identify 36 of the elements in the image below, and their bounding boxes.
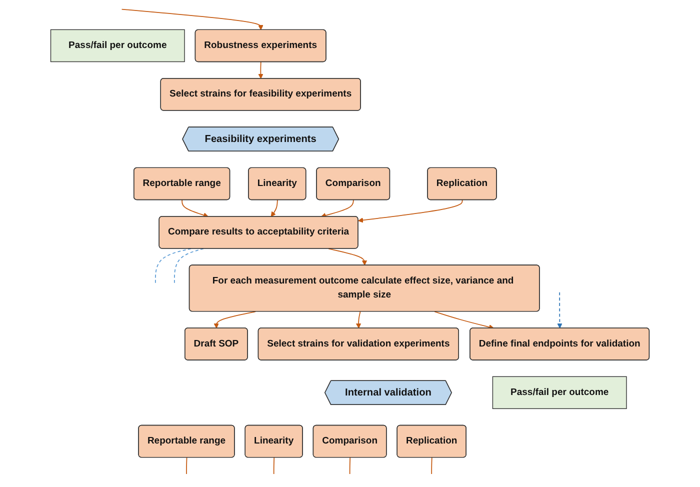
process-box: Reportable range: [134, 167, 230, 200]
arrow: [182, 200, 209, 218]
process-box: Linearity: [244, 424, 303, 458]
arrow: [557, 292, 562, 328]
connector-line: [273, 457, 275, 474]
process-box: Replication: [427, 167, 497, 200]
connector-line: [431, 457, 432, 474]
connector-line: [349, 457, 351, 474]
arrow: [328, 248, 368, 266]
connector-line: [186, 457, 188, 474]
connector-line: [174, 248, 204, 284]
process-box: For each measurement outcome calculate effect size, variance and sample size: [188, 264, 540, 312]
arrow: [356, 311, 362, 328]
connector-line: [155, 248, 192, 284]
result-box: Pass/fail per outcome: [50, 29, 185, 62]
arrow: [358, 200, 463, 223]
result-box: Pass/fail per outcome: [492, 376, 627, 409]
process-box: Select strains for validation experiments: [258, 328, 459, 360]
process-box: Reportable range: [138, 424, 235, 458]
process-box: Select strains for feasibility experiments: [160, 78, 361, 111]
process-box: Comparison: [312, 424, 387, 458]
process-box: Comparison: [316, 167, 390, 200]
process-box: Linearity: [248, 167, 306, 200]
arrow: [270, 200, 278, 217]
arrow: [258, 62, 264, 79]
phase-banner: Feasibility experiments: [182, 126, 340, 152]
process-box: Replication: [396, 424, 466, 458]
phase-banner: Internal validation: [324, 380, 452, 405]
arrow: [214, 311, 256, 328]
process-box: Robustness experiments: [194, 29, 326, 62]
process-box: Define final endpoints for validation: [470, 328, 650, 360]
arrow: [320, 200, 354, 218]
arrow: [121, 8, 264, 30]
process-box: Compare results to acceptability criteria: [158, 216, 358, 249]
process-box: Draft SOP: [184, 328, 248, 360]
arrow: [434, 311, 494, 330]
